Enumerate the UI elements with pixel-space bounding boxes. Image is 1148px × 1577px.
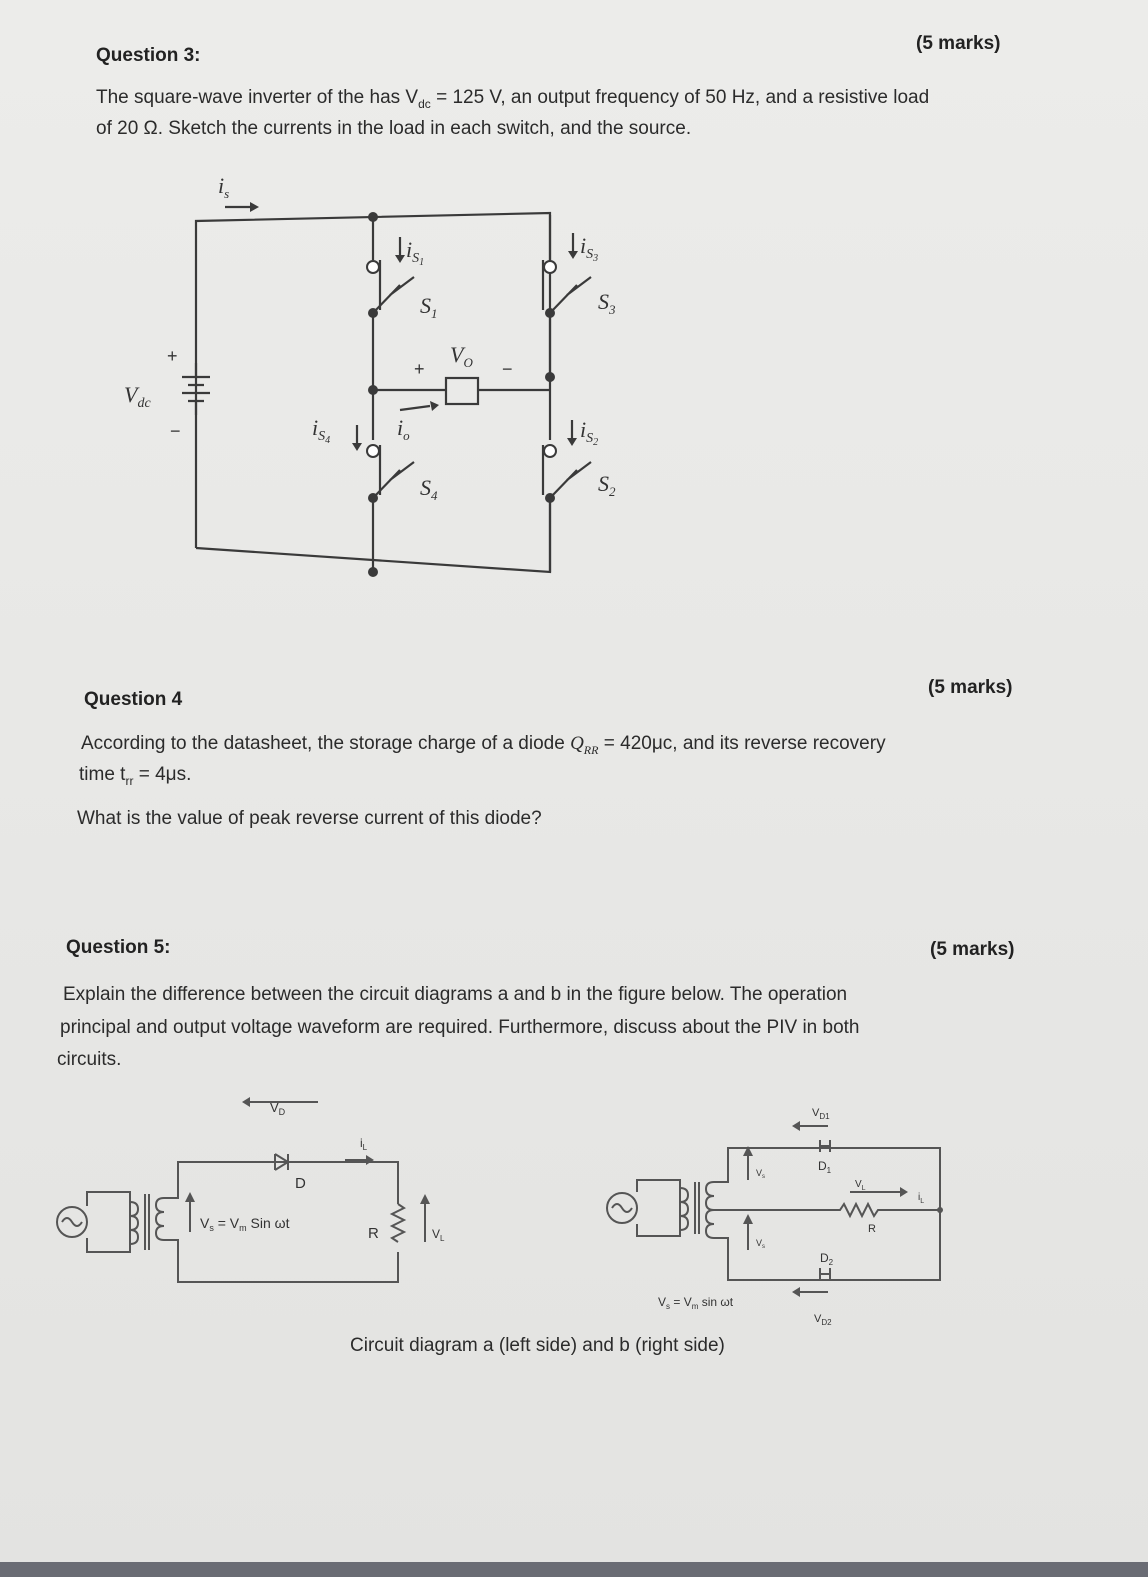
- q3-line1: The square-wave inverter of the has Vdc …: [96, 87, 930, 111]
- half-wave-rectifier-diagram: VD D iL Vs = Vm Sin ωt R VL: [56, 1097, 445, 1283]
- full-bridge-inverter-diagram: is Vdc + − iS1 iS3 iS4 iS2 S1 S3 S4 S2 +…: [124, 173, 616, 577]
- is3-label: iS3: [580, 233, 598, 264]
- is2-label: iS2: [580, 417, 598, 448]
- vdc-plus: +: [167, 346, 178, 366]
- q3-marks: (5 marks): [916, 33, 1001, 54]
- center-tap-rectifier-diagram: VD1 D1 VL iL Vs Vs R D2 Vs = Vm sin ωt V…: [606, 1107, 943, 1327]
- r-label: R: [368, 1225, 379, 1242]
- q5-heading: Question 5:: [66, 937, 171, 958]
- io-label: io: [397, 415, 410, 443]
- q4-marks: (5 marks): [928, 677, 1013, 698]
- vo-plus: +: [414, 359, 425, 379]
- is4-label: iS4: [312, 415, 330, 446]
- d1-label: D1: [818, 1159, 832, 1175]
- vo-minus: −: [502, 359, 513, 379]
- vdc-label: Vdc: [124, 382, 151, 411]
- is1-label: iS1: [406, 237, 424, 268]
- il-label-b: iL: [918, 1192, 924, 1205]
- il-label: iL: [360, 1136, 368, 1152]
- q4-line1: According to the datasheet, the storage …: [81, 733, 886, 757]
- figure-caption: Circuit diagram a (left side) and b (rig…: [350, 1335, 725, 1356]
- q5-line1: Explain the difference between the circu…: [63, 984, 848, 1005]
- q4-heading: Question 4: [84, 689, 183, 710]
- vo-label: VO: [450, 342, 473, 370]
- s1-label: S1: [420, 293, 438, 321]
- is-label: is: [218, 173, 229, 201]
- q4-line3: What is the value of peak reverse curren…: [77, 808, 542, 829]
- vd1-label: VD1: [812, 1107, 830, 1121]
- s3-label: S3: [598, 289, 616, 317]
- vs-equation: Vs = Vm Sin ωt: [200, 1215, 290, 1233]
- q3-line2: of 20 Ω. Sketch the currents in the load…: [96, 118, 692, 139]
- q5-line3: circuits.: [57, 1049, 122, 1070]
- s2-label: S2: [598, 471, 616, 499]
- vs-bottom-label: Vs: [756, 1238, 765, 1250]
- q5-marks: (5 marks): [930, 939, 1015, 960]
- q5-line2: principal and output voltage waveform ar…: [60, 1017, 860, 1038]
- d-label: D: [295, 1175, 306, 1192]
- vdc-minus: −: [170, 421, 181, 441]
- q3-heading: Question 3:: [96, 45, 201, 66]
- q4-line2: time trr = 4μs.: [79, 764, 192, 788]
- vs-top-label: Vs: [756, 1168, 765, 1180]
- vl-label-b: VL: [855, 1179, 866, 1192]
- s4-label: S4: [420, 475, 438, 503]
- vd2-label: VD2: [814, 1313, 832, 1327]
- vd-label: VD: [270, 1100, 286, 1117]
- table-edge: [0, 1562, 1148, 1577]
- vl-label: VL: [432, 1227, 445, 1243]
- r-label-b: R: [868, 1223, 876, 1235]
- vs-equation-b: Vs = Vm sin ωt: [658, 1295, 734, 1311]
- d2-label: D2: [820, 1251, 834, 1267]
